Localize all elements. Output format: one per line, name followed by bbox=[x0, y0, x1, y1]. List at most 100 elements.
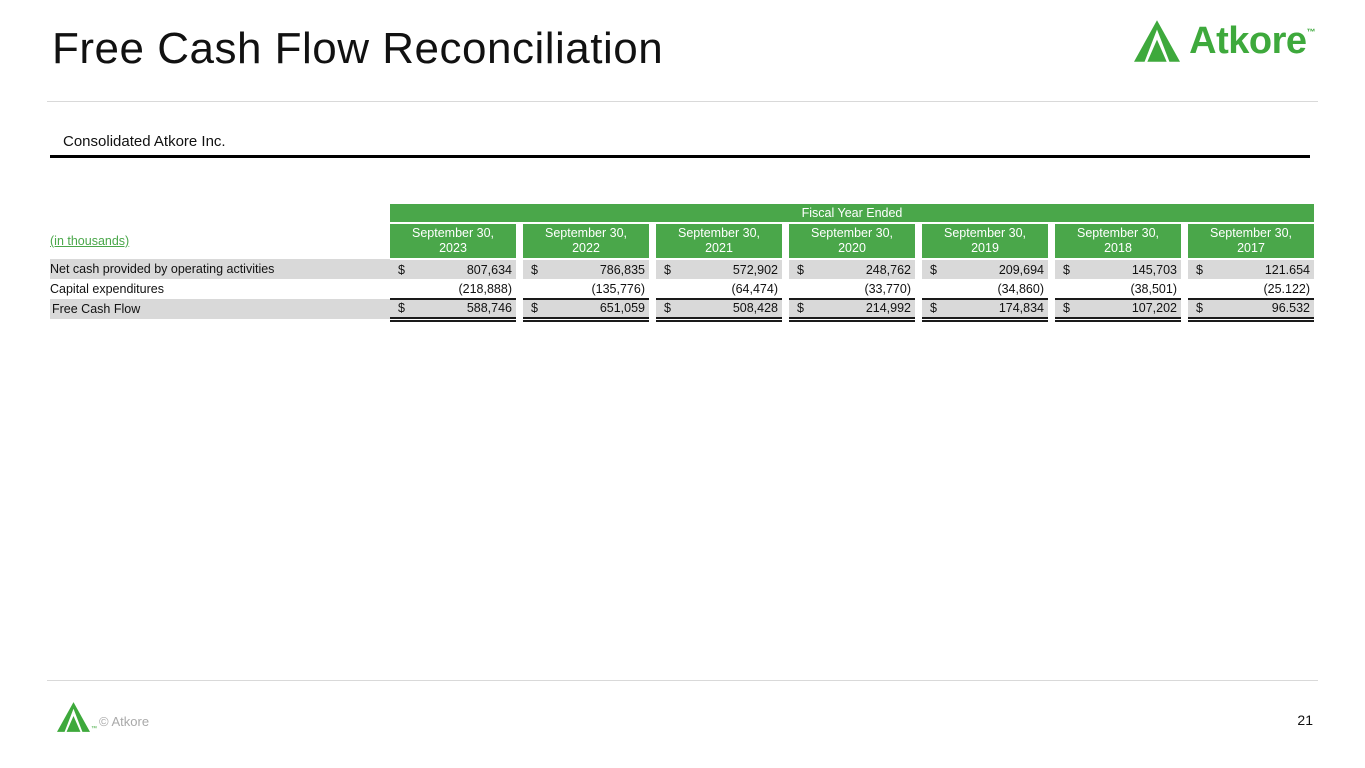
currency-symbol: $ bbox=[1196, 301, 1203, 316]
row-label: Free Cash Flow bbox=[50, 299, 390, 319]
year-column-header-line2: 2017 bbox=[1237, 241, 1265, 255]
currency-symbol: $ bbox=[398, 301, 405, 316]
value-cell: $214,992 bbox=[789, 299, 915, 322]
footer-copyright: © Atkore bbox=[99, 714, 150, 729]
value-cell: $588,746 bbox=[390, 299, 516, 322]
table-row: Free Cash Flow$588,746$651,059$508,428$2… bbox=[50, 299, 1315, 322]
value: 572,902 bbox=[732, 262, 778, 277]
year-column-header: September 30,2022 bbox=[523, 223, 649, 260]
value-cell: (33,770) bbox=[789, 279, 915, 300]
value-cell: (135,776) bbox=[523, 279, 649, 300]
value: 588,746 bbox=[466, 301, 512, 316]
currency-symbol: $ bbox=[930, 262, 937, 277]
value-cell: $572,902 bbox=[656, 259, 782, 279]
gap-cell bbox=[915, 279, 922, 299]
gap-cell bbox=[782, 299, 789, 319]
fiscal-year-band-row: Fiscal Year Ended bbox=[50, 204, 1315, 224]
value: 209,694 bbox=[998, 262, 1044, 277]
year-column-header-line1: September 30, bbox=[545, 226, 627, 240]
currency-symbol: $ bbox=[531, 301, 538, 316]
gap-cell bbox=[915, 223, 922, 259]
year-column-header-line2: 2019 bbox=[971, 241, 999, 255]
table-row: Net cash provided by operating activitie… bbox=[50, 259, 1315, 279]
year-column-header-line1: September 30, bbox=[811, 226, 893, 240]
free-cash-flow-table: Fiscal Year Ended (in thousands) Septemb… bbox=[50, 204, 1315, 322]
atkore-mark-icon bbox=[1134, 20, 1181, 62]
trademark-symbol: ™ bbox=[1306, 27, 1316, 37]
atkore-wordmark: Atkore™ bbox=[1189, 20, 1316, 62]
gap-cell bbox=[1181, 259, 1188, 279]
value: (135,776) bbox=[591, 281, 645, 296]
section-label: Consolidated Atkore Inc. bbox=[63, 133, 226, 150]
table-row: Capital expenditures(218,888)(135,776)(6… bbox=[50, 279, 1315, 300]
gap-cell bbox=[516, 223, 523, 259]
row-label: Net cash provided by operating activitie… bbox=[50, 259, 390, 279]
value: 121.654 bbox=[1264, 262, 1311, 277]
units-cell: (in thousands) bbox=[50, 223, 390, 259]
section-underline bbox=[50, 155, 1310, 158]
value: 807,634 bbox=[466, 262, 512, 277]
value: 651,059 bbox=[599, 301, 645, 316]
value: (33,770) bbox=[864, 281, 911, 296]
gap-cell bbox=[649, 223, 656, 259]
gap-cell bbox=[649, 279, 656, 299]
year-column-header-line1: September 30, bbox=[412, 226, 494, 240]
atkore-logo: Atkore™ bbox=[1134, 20, 1315, 62]
page-title: Free Cash Flow Reconciliation bbox=[52, 24, 664, 73]
band-spacer-cell bbox=[50, 204, 390, 223]
currency-symbol: $ bbox=[398, 262, 405, 277]
year-column-header-line2: 2021 bbox=[705, 241, 733, 255]
gap-cell bbox=[1048, 259, 1055, 279]
year-column-header: September 30,2018 bbox=[1055, 223, 1181, 260]
value: 214,992 bbox=[865, 301, 911, 316]
value: 145,703 bbox=[1131, 262, 1177, 277]
year-column-header: September 30,2023 bbox=[390, 223, 516, 260]
gap-cell bbox=[782, 223, 789, 259]
value-cell: (38,501) bbox=[1055, 279, 1181, 300]
year-column-header: September 30,2017 bbox=[1188, 223, 1315, 260]
value-cell: $651,059 bbox=[523, 299, 649, 322]
gap-cell bbox=[1048, 223, 1055, 259]
gap-cell bbox=[1048, 279, 1055, 299]
value-cell: $508,428 bbox=[656, 299, 782, 322]
year-column-header: September 30,2019 bbox=[922, 223, 1048, 260]
footer-atkore-mark-icon bbox=[57, 702, 90, 732]
value-cell: (64,474) bbox=[656, 279, 782, 300]
gap-cell bbox=[915, 259, 922, 279]
value-cell: $145,703 bbox=[1055, 259, 1181, 279]
page-number: 21 bbox=[1297, 712, 1313, 728]
value: 248,762 bbox=[865, 262, 911, 277]
currency-symbol: $ bbox=[1063, 301, 1070, 316]
year-column-header: September 30,2021 bbox=[656, 223, 782, 260]
value: 96.532 bbox=[1271, 301, 1311, 316]
gap-cell bbox=[1048, 299, 1055, 319]
value: (38,501) bbox=[1130, 281, 1177, 296]
year-column-header-line1: September 30, bbox=[678, 226, 760, 240]
gap-cell bbox=[1181, 223, 1188, 259]
value: 786,835 bbox=[599, 262, 645, 277]
value: (25.122) bbox=[1263, 281, 1311, 296]
currency-symbol: $ bbox=[664, 301, 671, 316]
gap-cell bbox=[516, 279, 523, 299]
value-cell: $248,762 bbox=[789, 259, 915, 279]
value-cell: $107,202 bbox=[1055, 299, 1181, 322]
year-column-header-line2: 2023 bbox=[439, 241, 467, 255]
gap-cell bbox=[516, 299, 523, 319]
value-cell: (25.122) bbox=[1188, 279, 1315, 300]
header-divider bbox=[47, 101, 1318, 102]
year-column-header-line1: September 30, bbox=[944, 226, 1026, 240]
value-cell: (218,888) bbox=[390, 279, 516, 300]
gap-cell bbox=[1181, 279, 1188, 299]
currency-symbol: $ bbox=[531, 262, 538, 277]
value: (218,888) bbox=[458, 281, 512, 296]
value-cell: $807,634 bbox=[390, 259, 516, 279]
currency-symbol: $ bbox=[797, 301, 804, 316]
value-cell: $786,835 bbox=[523, 259, 649, 279]
value-cell: $121.654 bbox=[1188, 259, 1315, 279]
currency-symbol: $ bbox=[1196, 262, 1203, 277]
footer-divider bbox=[47, 680, 1318, 681]
value: 174,834 bbox=[998, 301, 1044, 316]
units-label: (in thousands) bbox=[50, 234, 130, 248]
